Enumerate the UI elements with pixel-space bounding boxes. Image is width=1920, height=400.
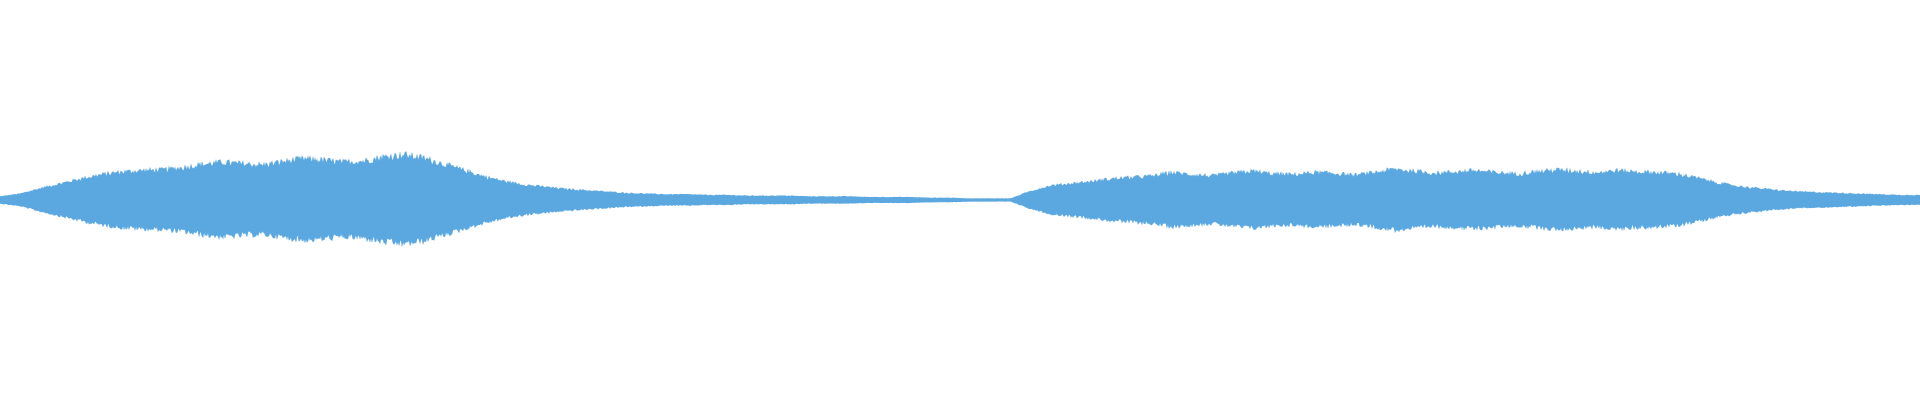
waveform-shape	[0, 151, 1920, 247]
